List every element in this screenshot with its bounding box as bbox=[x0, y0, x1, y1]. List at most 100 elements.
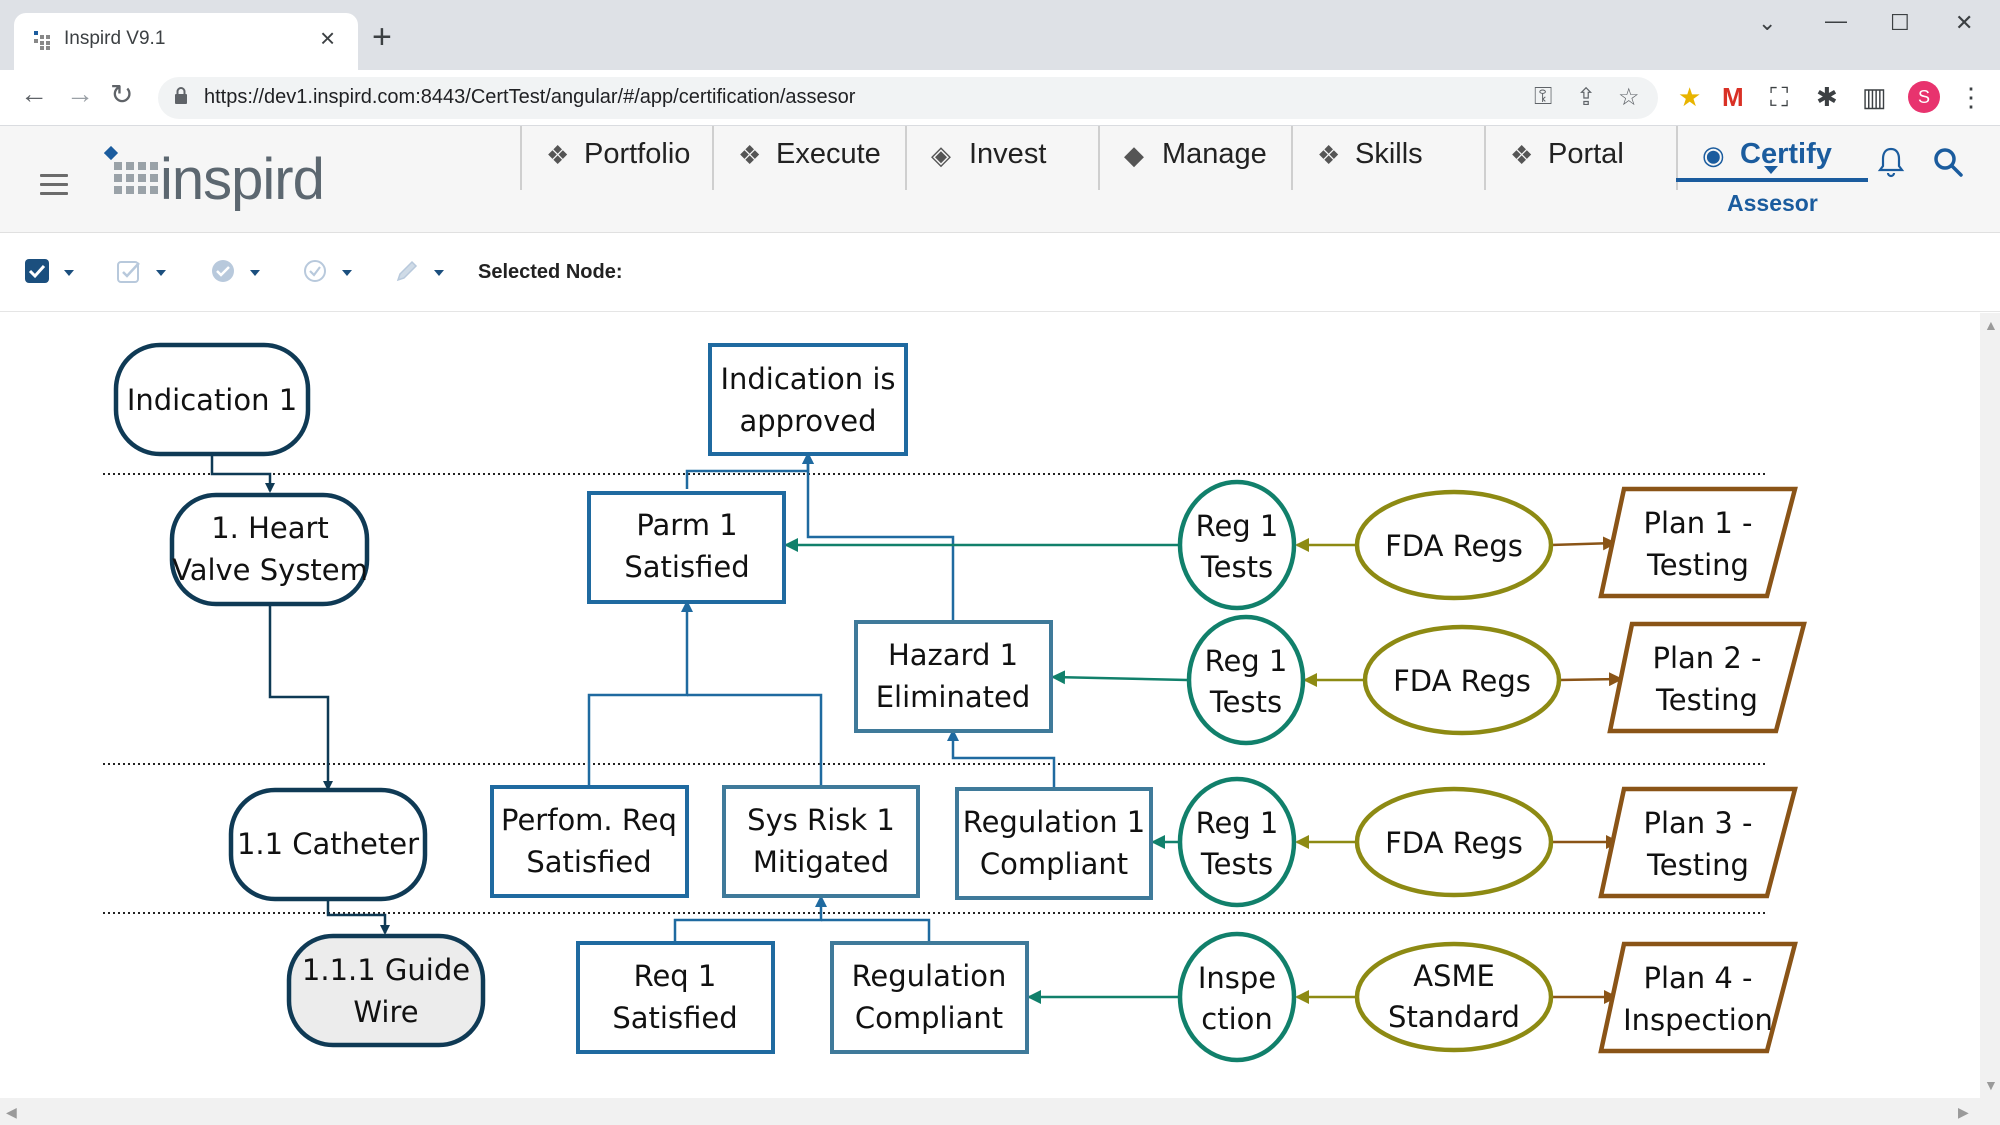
standard-node-fda-regs-1[interactable]: FDA Regs bbox=[1354, 489, 1554, 601]
scroll-left-icon[interactable]: ◀ bbox=[6, 1104, 17, 1120]
approve-dropdown[interactable] bbox=[210, 258, 266, 288]
nav-manage-label: Manage bbox=[1162, 138, 1267, 170]
plan-node-plan3[interactable]: Plan 3 - Testing bbox=[1598, 786, 1798, 899]
assurance-diagram[interactable]: Indication 1 1. Heart Valve System 1.1 C… bbox=[0, 313, 1980, 1098]
standard-node-asme-standard[interactable]: ASME Standard bbox=[1354, 941, 1554, 1053]
evidence-node-reg1-tests-2[interactable]: Reg 1 Tests bbox=[1186, 614, 1306, 746]
pencil-icon bbox=[396, 260, 418, 282]
node-label: 1.1 Catheter bbox=[237, 827, 419, 861]
node-shape bbox=[854, 620, 1053, 733]
hierarchy-node-catheter[interactable]: 1.1 Catheter bbox=[228, 787, 428, 902]
evidence-node-reg1-tests-1[interactable]: Reg 1 Tests bbox=[1177, 479, 1297, 611]
browser-tab[interactable]: Inspird V9.1 × bbox=[14, 13, 358, 70]
verify-dropdown[interactable] bbox=[302, 258, 358, 288]
claim-node-indication-approved[interactable]: Indication is approved bbox=[708, 343, 908, 456]
standard-node-fda-regs-3[interactable]: FDA Regs bbox=[1354, 786, 1554, 898]
node-shape bbox=[1598, 486, 1798, 599]
side-panel-icon[interactable]: ▥ bbox=[1862, 82, 1887, 112]
scroll-up-icon[interactable]: ▲ bbox=[1984, 317, 1998, 333]
plan-node-plan4[interactable]: Plan 4 - Inspection bbox=[1598, 941, 1798, 1054]
nav-invest[interactable]: ◈ Invest bbox=[905, 126, 1098, 190]
favorites-extension-icon[interactable]: ★ bbox=[1678, 82, 1702, 112]
node-label: FDA Regs bbox=[1393, 664, 1531, 698]
forward-icon[interactable]: → bbox=[66, 78, 94, 109]
gmail-extension-icon[interactable]: M bbox=[1722, 82, 1744, 112]
claim-node-sys-risk[interactable]: Sys Risk 1 Mitigated bbox=[722, 785, 920, 898]
node-label: Sys Risk 1 bbox=[747, 803, 895, 837]
portal-icon: ❖ bbox=[1510, 140, 1534, 170]
maximize-icon[interactable]: ☐ bbox=[1890, 10, 1910, 35]
password-key-icon[interactable]: ⚿ bbox=[1534, 83, 1553, 110]
evidence-node-inspection[interactable]: Inspe ction bbox=[1177, 931, 1297, 1063]
nav-manage[interactable]: ◆ Manage bbox=[1098, 126, 1291, 190]
node-shape bbox=[228, 787, 428, 902]
node-shape bbox=[576, 941, 775, 1054]
nav-skills[interactable]: ❖ Skills bbox=[1291, 126, 1484, 190]
edit-check-icon bbox=[117, 261, 140, 283]
horizontal-scrollbar[interactable]: ◀ ▶ bbox=[0, 1098, 2000, 1125]
nav-execute[interactable]: ❖ Execute bbox=[712, 126, 905, 190]
address-bar[interactable]: https://dev1.inspird.com:8443/CertTest/a… bbox=[158, 77, 1658, 119]
plan-node-plan1[interactable]: Plan 1 - Testing bbox=[1598, 486, 1798, 599]
skills-icon: ❖ bbox=[1317, 140, 1341, 170]
nav-portfolio-label: Portfolio bbox=[584, 138, 691, 170]
edit-check-dropdown[interactable] bbox=[116, 258, 172, 288]
node-label: Inspe bbox=[1198, 961, 1276, 995]
extensions-puzzle-icon[interactable]: ✱ bbox=[1816, 82, 1838, 112]
logo-mark-icon bbox=[104, 146, 158, 194]
hierarchy-node-indication1[interactable]: Indication 1 bbox=[113, 342, 311, 457]
notification-bell-icon[interactable] bbox=[1876, 146, 1906, 178]
tab-search-chevron-icon[interactable]: ⌄ bbox=[1758, 10, 1777, 35]
search-icon[interactable] bbox=[1932, 146, 1964, 178]
connector bbox=[326, 899, 390, 935]
back-icon[interactable]: ← bbox=[20, 78, 48, 109]
bookmark-star-icon[interactable]: ☆ bbox=[1618, 84, 1640, 111]
claim-node-regulation-compliant[interactable]: Regulation Compliant bbox=[830, 941, 1029, 1054]
node-shape bbox=[1354, 786, 1554, 898]
new-tab-icon[interactable]: + bbox=[372, 18, 392, 56]
chevron-down-icon bbox=[434, 270, 444, 276]
scroll-down-icon[interactable]: ▼ bbox=[1984, 1077, 1998, 1093]
claim-node-req1-satisfied[interactable]: Req 1 Satisfied bbox=[576, 941, 775, 1054]
node-label: Req 1 bbox=[634, 959, 717, 993]
nav-execute-label: Execute bbox=[776, 138, 881, 170]
hierarchy-node-guide-wire[interactable]: 1.1.1 Guide Wire bbox=[286, 933, 486, 1048]
browser-menu-icon[interactable]: ⋮ bbox=[1958, 82, 1984, 112]
nav-portal[interactable]: ❖ Portal bbox=[1484, 126, 1676, 190]
profile-avatar[interactable]: S bbox=[1908, 81, 1940, 113]
node-shape bbox=[1186, 614, 1306, 746]
tab-close-icon[interactable]: × bbox=[320, 23, 336, 53]
nav-skills-label: Skills bbox=[1355, 138, 1423, 170]
scroll-right-icon[interactable]: ▶ bbox=[1958, 1104, 1969, 1120]
nav-certify[interactable]: ◉ Certify bbox=[1676, 126, 1868, 190]
close-window-icon[interactable]: ✕ bbox=[1955, 10, 1974, 35]
nav-portfolio[interactable]: ❖ Portfolio bbox=[520, 126, 712, 190]
diagram-canvas[interactable]: Indication 1 1. Heart Valve System 1.1 C… bbox=[0, 313, 1980, 1098]
vertical-scrollbar[interactable]: ▲ ▼ bbox=[1980, 313, 2000, 1098]
screenshot-extension-icon[interactable]: ⛶ bbox=[1770, 82, 1789, 112]
inspird-logo[interactable]: inspird bbox=[104, 146, 325, 216]
node-label: Testing bbox=[1646, 548, 1749, 582]
claim-node-regulation1-compliant[interactable]: Regulation 1 Compliant bbox=[955, 787, 1153, 900]
share-icon[interactable]: ⇪ bbox=[1576, 84, 1597, 111]
reload-icon[interactable]: ↻ bbox=[110, 79, 134, 110]
plan-node-plan2[interactable]: Plan 2 - Testing bbox=[1607, 621, 1807, 734]
claim-node-perfom-req[interactable]: Perfom. Req Satisfied bbox=[490, 785, 689, 898]
nav-sublabel-assesor[interactable]: Assesor bbox=[1727, 190, 1818, 216]
standard-node-fda-regs-2[interactable]: FDA Regs bbox=[1362, 624, 1562, 736]
node-label: Regulation bbox=[852, 959, 1007, 993]
evidence-node-reg1-tests-3[interactable]: Reg 1 Tests bbox=[1177, 776, 1297, 908]
node-shape bbox=[1362, 624, 1562, 736]
claim-node-hazard-eliminated[interactable]: Hazard 1 Eliminated bbox=[854, 620, 1053, 733]
node-label: Plan 2 - bbox=[1652, 641, 1761, 675]
node-label: Plan 4 - bbox=[1643, 961, 1752, 995]
hierarchy-node-heart-valve[interactable]: 1. Heart Valve System bbox=[169, 492, 370, 607]
node-shape bbox=[490, 785, 689, 898]
claim-node-parm-satisfied[interactable]: Parm 1 Satisfied bbox=[587, 491, 786, 604]
hamburger-menu-icon[interactable] bbox=[40, 174, 68, 196]
select-checkbox-dropdown[interactable] bbox=[24, 258, 80, 288]
inspird-favicon-icon bbox=[34, 31, 50, 50]
minimize-icon[interactable]: — bbox=[1825, 8, 1847, 33]
annotate-dropdown[interactable] bbox=[394, 258, 450, 288]
